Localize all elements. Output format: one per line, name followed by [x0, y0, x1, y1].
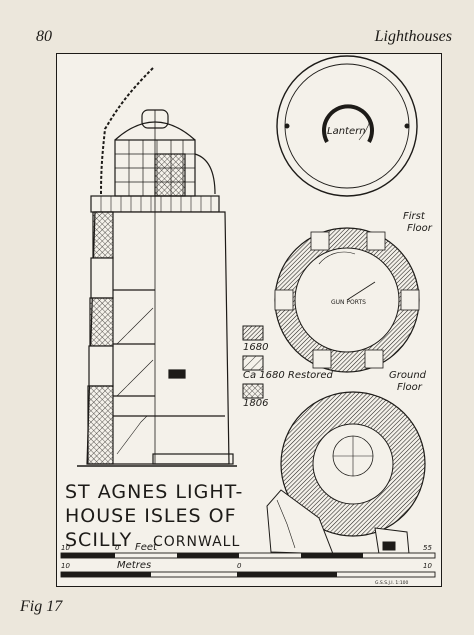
metres-left: 10 [61, 562, 70, 570]
legend-swatch-1680 [242, 325, 264, 341]
title-line-3a: SCILLY [65, 529, 132, 551]
feet-zero: 0 [115, 544, 120, 552]
ground-floor-plan: Ground Floor [266, 370, 427, 555]
label-ground-floor-b: Floor [397, 382, 423, 393]
page-number: 80 [36, 28, 52, 45]
label-first-floor-a: First [403, 211, 426, 222]
feet-left: 10 [61, 544, 70, 552]
lantern-plan: Lantern [276, 55, 418, 197]
title-line-2: HOUSE ISLES OF [65, 505, 237, 527]
feet-right: 55 [423, 544, 432, 552]
feet-label: Feet [135, 542, 158, 553]
legend: 1680 Ca 1680 Restored 1806 [242, 325, 334, 409]
label-first-floor-b: Floor [407, 223, 433, 234]
metres-label: Metres [117, 560, 151, 571]
lighthouse-drawing-plate: 1680 Ca 1680 Restored 1806 Lantern First… [56, 53, 442, 587]
metres-zero: 0 [237, 562, 242, 570]
metres-right: 10 [423, 562, 432, 570]
title-line-1: ST AGNES LIGHT- [65, 481, 243, 503]
legend-swatch-1806 [242, 383, 264, 399]
label-ground-floor-a: Ground [389, 370, 427, 381]
legend-label-restored: Ca 1680 Restored [243, 370, 334, 381]
legend-label-1680: 1680 [243, 342, 268, 353]
first-floor-plan: First Floor GUN PORTS [274, 211, 433, 373]
tower-section-elevation [77, 67, 237, 467]
label-lantern: Lantern [327, 126, 366, 137]
plate-title: ST AGNES LIGHT- HOUSE ISLES OF SCILLY CO… [65, 481, 243, 551]
title-line-3b: CORNWALL [153, 534, 240, 550]
figure-caption: Fig 17 [20, 598, 63, 615]
running-head: Lighthouses [374, 28, 452, 45]
drawing-signature: G.S.S.J.I. 1:100 [375, 580, 409, 586]
legend-swatch-restored [242, 355, 264, 371]
scale-bars: 10 0 Feet 55 10 Metres 0 10 G.S.S.J.I. 1… [60, 542, 436, 586]
legend-label-1806: 1806 [243, 398, 268, 409]
drawing-svg: 1680 Ca 1680 Restored 1806 Lantern First… [60, 55, 436, 586]
label-gun-ports: GUN PORTS [331, 299, 366, 306]
